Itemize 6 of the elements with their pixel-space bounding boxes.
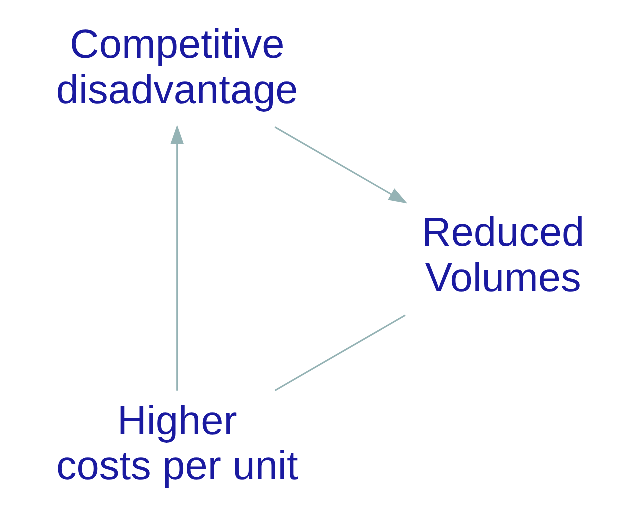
arrow	[274, 126, 408, 204]
node-text: Higher costs per unit	[56, 397, 298, 489]
node-text: Reduced Volumes	[422, 209, 585, 301]
node-text: Competitive disadvantage	[56, 20, 298, 112]
connector	[274, 314, 406, 392]
arrow	[170, 125, 184, 391]
